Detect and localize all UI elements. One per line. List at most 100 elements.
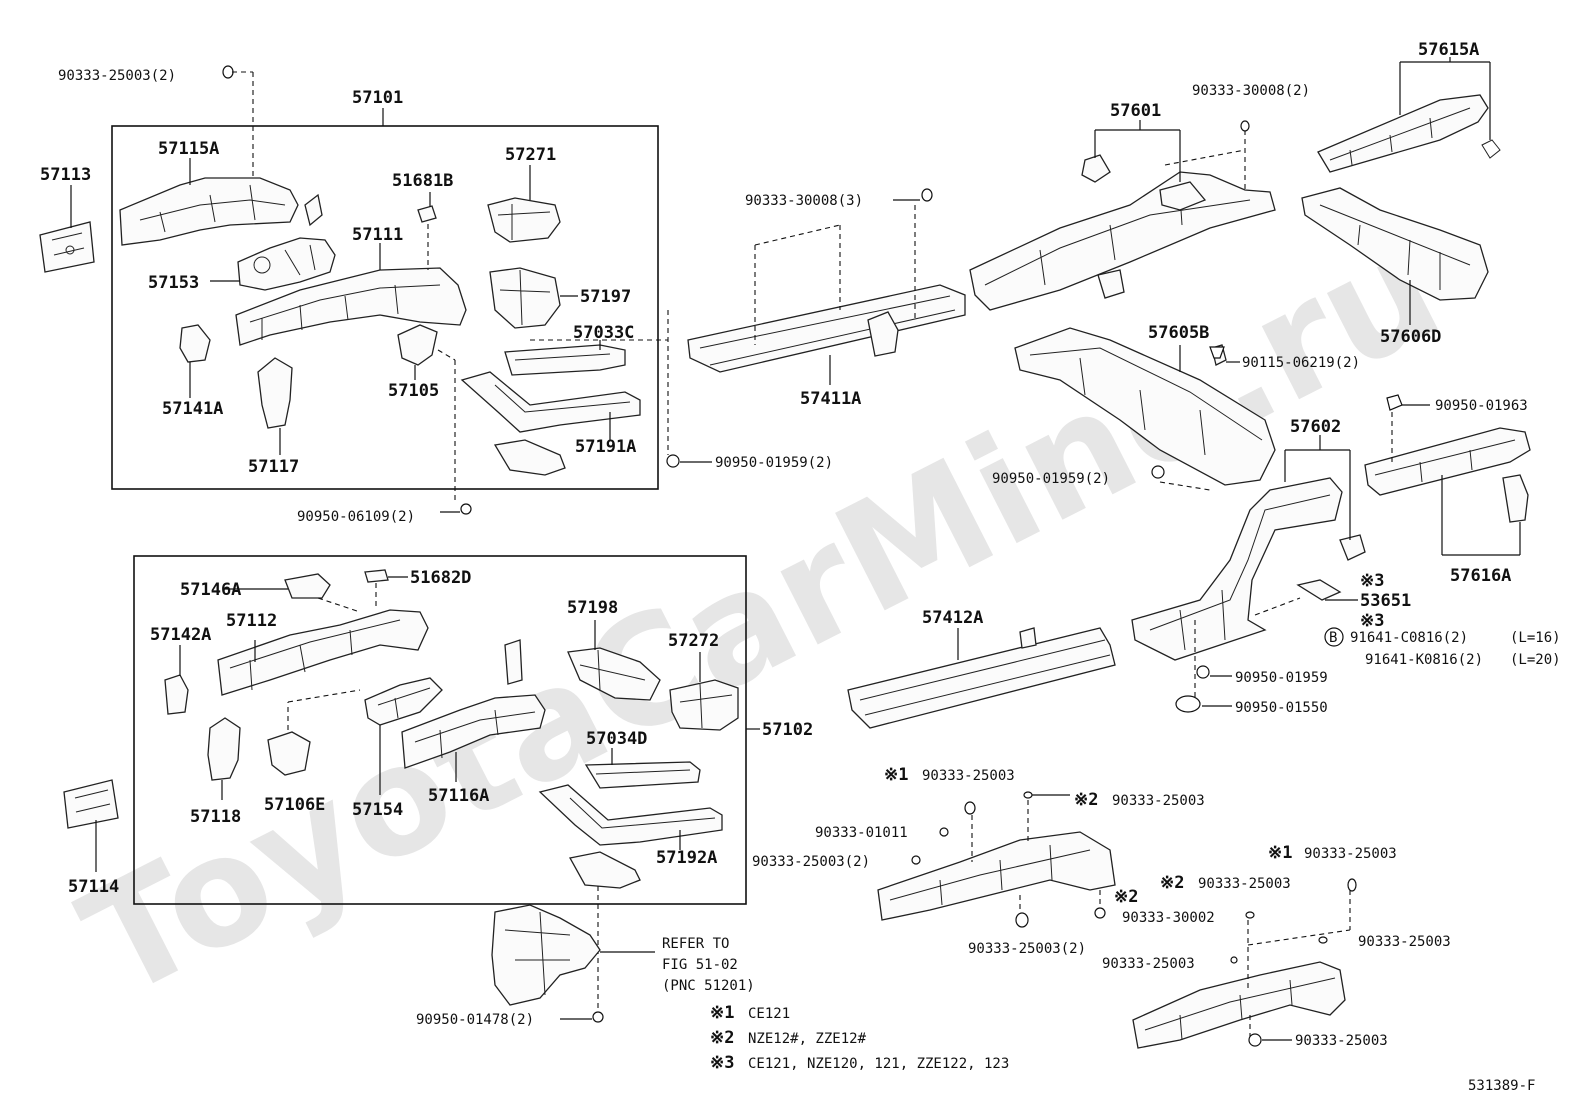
mark-2-c: ※2 [1160,873,1184,893]
legend-note-2: NZE12#, ZZE12# [748,1031,867,1047]
fastener-90333-25003-f[interactable]: 90333-25003 [1358,934,1451,950]
part-57602-shape [1131,449,1366,700]
part-57601-shape [969,129,1276,311]
group-box-57102 [133,555,747,905]
part-57112-shape [217,609,429,696]
legend-mark-3: ※3 [710,1053,734,1073]
part-57033C-shape [504,310,669,455]
label-57118[interactable]: 57118 [190,807,241,827]
label-57033C[interactable]: 57033C [573,323,634,343]
label-57153[interactable]: 57153 [148,273,199,293]
label-57154[interactable]: 57154 [352,800,403,820]
label-57115A[interactable]: 57115A [158,139,219,159]
label-57615A[interactable]: 57615A [1418,40,1479,60]
label-57116A[interactable]: 57116A [428,786,489,806]
part-57272-shape [669,652,739,731]
label-57272[interactable]: 57272 [668,631,719,651]
label-57271[interactable]: 57271 [505,145,556,165]
fastener-90333-25003-e[interactable]: 90333-25003 [1198,876,1291,892]
part-57192A-shape [538,784,723,1012]
label-57412A[interactable]: 57412A [922,608,983,628]
refer-line-2[interactable]: FIG 51-02 [662,957,738,973]
refer-line-3[interactable]: (PNC 51201) [662,978,755,994]
mark-1-a: ※1 [884,765,908,785]
part-57111-shape [235,267,467,346]
label-57101[interactable]: 57101 [352,88,403,108]
fastener-90333-25003-h[interactable]: 90333-25003 [1295,1033,1388,1049]
label-57106E[interactable]: 57106E [264,795,325,815]
legend-mark-2: ※2 [710,1028,734,1048]
label-51682D[interactable]: 51682D [410,568,471,588]
label-57102[interactable]: 57102 [762,720,813,740]
fastener-91641-K0816-2[interactable]: 91641-K0816(2) [1365,652,1483,668]
label-57113[interactable]: 57113 [40,165,91,185]
part-lower-rail-2-shape [1132,890,1351,1049]
part-57154-shape [364,677,443,795]
legend-note-3: CE121, NZE120, 121, ZZE122, 123 [748,1056,1009,1072]
part-57113-shape [39,221,95,273]
label-53651[interactable]: 53651 [1360,591,1411,611]
label-57192A[interactable]: 57192A [656,848,717,868]
label-57191A[interactable]: 57191A [575,437,636,457]
label-57105[interactable]: 57105 [388,381,439,401]
label-57411A[interactable]: 57411A [800,389,861,409]
fastener-90333-30008-2[interactable]: 90333-30008(2) [1192,83,1310,99]
part-57198-shape [567,620,661,701]
fastener-90115-06219-2[interactable]: 90115-06219(2) [1242,355,1360,371]
part-51681B-shape [417,205,437,270]
fastener-90333-30008-3[interactable]: 90333-30008(3) [745,193,863,209]
fastener-91641-C0816-2[interactable]: 91641-C0816(2) [1350,630,1468,646]
fastener-90950-01963[interactable]: 90950-01963 [1435,398,1528,414]
part-57106E-shape [267,689,361,776]
badge-b: B [1329,630,1337,646]
fastener-90333-25003-g[interactable]: 90333-25003 [1102,956,1195,972]
part-57117-shape [257,357,293,455]
fastener-90950-01478-2[interactable]: 90950-01478(2) [416,1012,534,1028]
fastener-90333-25003-c[interactable]: 90333-25003 [1112,793,1205,809]
fastener-90950-01959-2-b[interactable]: 90950-01959(2) [992,471,1110,487]
label-57034D[interactable]: 57034D [586,729,647,749]
label-51681B[interactable]: 51681B [392,171,453,191]
label-57197[interactable]: 57197 [580,287,631,307]
mark-3-b: ※3 [1360,611,1384,631]
label-57601[interactable]: 57601 [1110,101,1161,121]
label-57605B[interactable]: 57605B [1148,323,1209,343]
part-57615A-shape [1317,61,1501,173]
fastener-90333-25003-2-a[interactable]: 90333-25003(2) [58,68,176,84]
fastener-90333-25003-2-c[interactable]: 90333-25003(2) [968,941,1086,957]
part-57605B-shape [1014,327,1276,491]
label-57114[interactable]: 57114 [68,877,119,897]
fastener-90950-01959[interactable]: 90950-01959 [1235,670,1328,686]
mark-2-a: ※2 [1074,790,1098,810]
label-57606D[interactable]: 57606D [1380,327,1441,347]
fastener-90950-01550[interactable]: 90950-01550 [1235,700,1328,716]
refer-line-1[interactable]: REFER TO [662,936,729,952]
label-57142A[interactable]: 57142A [150,625,211,645]
label-57616A[interactable]: 57616A [1450,566,1511,586]
part-57197-shape [489,267,578,329]
part-57141A-shape [179,324,211,398]
label-57146A[interactable]: 57146A [180,580,241,600]
fastener-90333-25003-2-b[interactable]: 90333-25003(2) [752,854,870,870]
label-57141A[interactable]: 57141A [162,399,223,419]
fastener-90333-01011[interactable]: 90333-01011 [815,825,908,841]
label-57198[interactable]: 57198 [567,598,618,618]
part-57153-shape [237,237,336,291]
label-57112[interactable]: 57112 [226,611,277,631]
fastener-90950-06109-2[interactable]: 90950-06109(2) [297,509,415,525]
fastener-90333-30002[interactable]: 90333-30002 [1122,910,1215,926]
fastener-length-16: (L=16) [1510,630,1561,646]
part-51682D-shape [364,569,389,610]
part-57116A-shape [401,639,546,782]
fastener-90950-01959-2-a[interactable]: 90950-01959(2) [715,455,833,471]
fastener-90333-25003-d[interactable]: 90333-25003 [1304,846,1397,862]
label-57111[interactable]: 57111 [352,225,403,245]
part-57616A-shape [1364,412,1531,556]
legend-note-1: CE121 [748,1006,790,1022]
fastener-length-20: (L=20) [1510,652,1561,668]
fastener-90333-25003-b[interactable]: 90333-25003 [922,768,1015,784]
label-57117[interactable]: 57117 [248,457,299,477]
label-57602[interactable]: 57602 [1290,417,1341,437]
figure-id: 531389-F [1468,1078,1535,1094]
